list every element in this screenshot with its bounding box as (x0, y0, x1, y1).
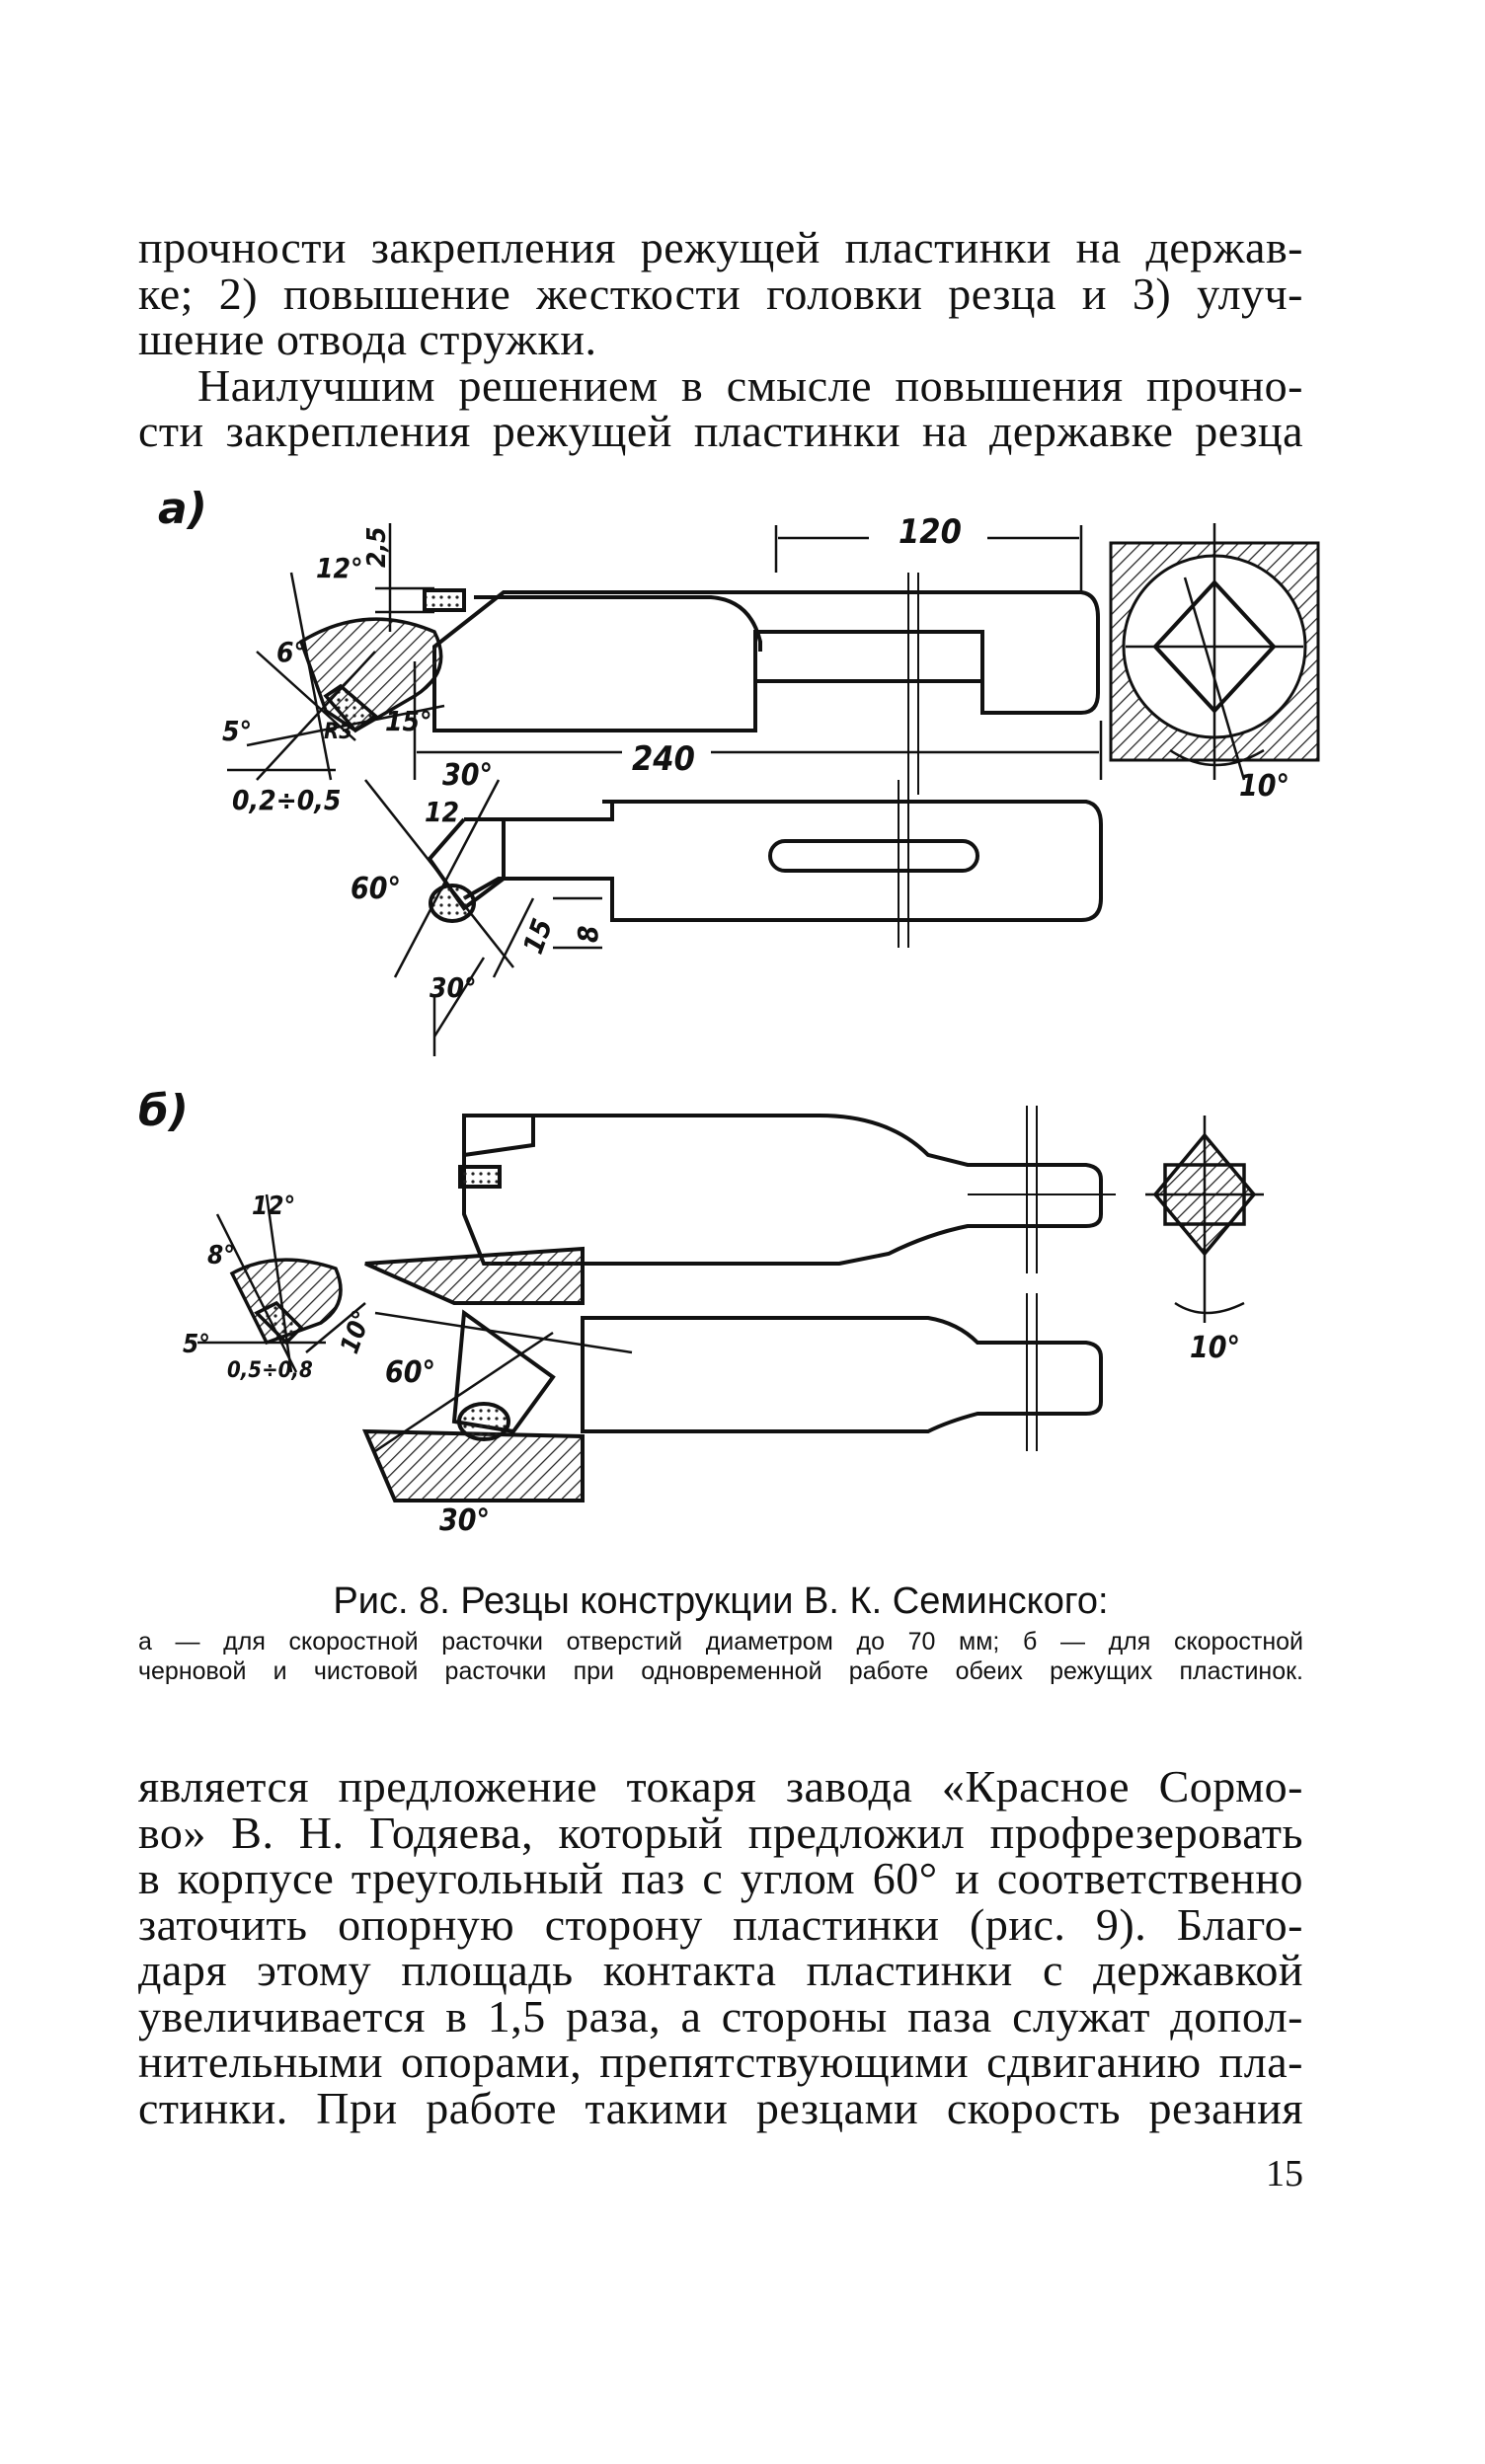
bottom-paragraph: является предложение токаря завода «Крас… (138, 1761, 1303, 2133)
text-line: прочности закрепления режущей пластинки … (138, 222, 1303, 272)
dim-8deg-b-label: 8° (207, 1241, 235, 1270)
text-line: стинки. При работе такими резцами скорос… (138, 2082, 1303, 2133)
dim-60-label: 60° (351, 872, 401, 906)
figure-b-label: б) (138, 1086, 189, 1136)
dim-5deg-label: 5° (222, 715, 252, 747)
text-line: даря этому площадь контакта пластинки с … (138, 1945, 1303, 1995)
dim-10deg-b1-label: 10° (335, 1306, 377, 1357)
text-line: увеличивается в 1,5 раза, а стороны паза… (138, 1990, 1303, 2041)
text-line: заточить опорную сторону пластинки (рис.… (138, 1898, 1303, 1950)
angle-marks-a (364, 779, 602, 1056)
dim-10deg-a-label: 10° (1239, 769, 1290, 804)
technical-drawing: а) 120 (138, 484, 1320, 1538)
dim-12-label: 12 (425, 796, 459, 828)
dim-tolerance-a-label: 0,2÷0,5 (232, 784, 341, 816)
dim-30b-label: 30° (430, 971, 477, 1004)
figure-a-label: а) (158, 484, 207, 534)
dim-10deg-b2-label: 10° (1190, 1331, 1240, 1365)
angle-marks-b (374, 1311, 633, 1502)
dim-6deg-label: 6° (276, 636, 306, 668)
cutter-b-top-view (458, 1106, 1116, 1273)
dim-30deg-b-label: 30° (439, 1503, 490, 1538)
page-number: 15 (1266, 2153, 1303, 2194)
insert-detail-a (227, 572, 445, 781)
dim-120-label: 120 (899, 512, 962, 552)
top-paragraph: прочности закрепления режущей пластинки … (138, 222, 1303, 456)
text-line: сти закрепления режущей пластинки на дер… (138, 406, 1303, 456)
dim-5deg-b-label: 5° (183, 1330, 210, 1359)
cutter-a-top-view (423, 573, 1100, 795)
dim-30-label: 30° (442, 758, 493, 793)
text-line: во» В. Н. Годяева, который предложил про… (138, 1807, 1303, 1858)
cutter-b-side-view (361, 1246, 1103, 1502)
dim-12deg-label: 12° (316, 552, 363, 584)
dim-240-label: 240 (632, 739, 695, 779)
text-line: является предложение токаря завода «Крас… (138, 1761, 1303, 1811)
figure-caption-title: Рис. 8. Резцы конструкции В. К. Семинско… (333, 1580, 1109, 1622)
insert-detail-b (197, 1194, 366, 1373)
dim-tolerance-b-label: 0,5÷0,8 (227, 1358, 313, 1383)
figure-8-drawing: а) 120 (138, 484, 1323, 1560)
dim-120 (774, 525, 1083, 592)
cutter-a-side-view (427, 780, 1103, 948)
figure-caption-body: а — для скоростной расточки отверстий ди… (138, 1627, 1303, 1686)
dim-r3-label: R3 (324, 720, 352, 744)
text-line: ке; 2) повышение жесткости головки резца… (138, 268, 1303, 319)
end-view-a (1109, 523, 1320, 781)
caption-line: а — для скоростной расточки отверстий ди… (138, 1628, 1303, 1656)
text-line: нительными опорами, препятствующими сдви… (138, 2037, 1303, 2087)
text-line: шение отвода стружки. (138, 314, 597, 364)
dim-2-5-label: 2,5 (362, 527, 392, 568)
text-line: в корпусе треугольный паз с углом 60° и … (138, 1853, 1303, 1903)
dim-12deg-b-label: 12° (252, 1192, 295, 1221)
text-line: Наилучшим решением в смысле повышения пр… (197, 359, 1303, 411)
dim-8-label: 8 (572, 925, 604, 943)
dim-60deg-b-label: 60° (385, 1355, 435, 1390)
end-view-b (1145, 1116, 1264, 1323)
caption-line: черновой и чистовой расточки при одновре… (138, 1657, 1303, 1685)
dim-15deg-label: 15° (385, 705, 432, 737)
